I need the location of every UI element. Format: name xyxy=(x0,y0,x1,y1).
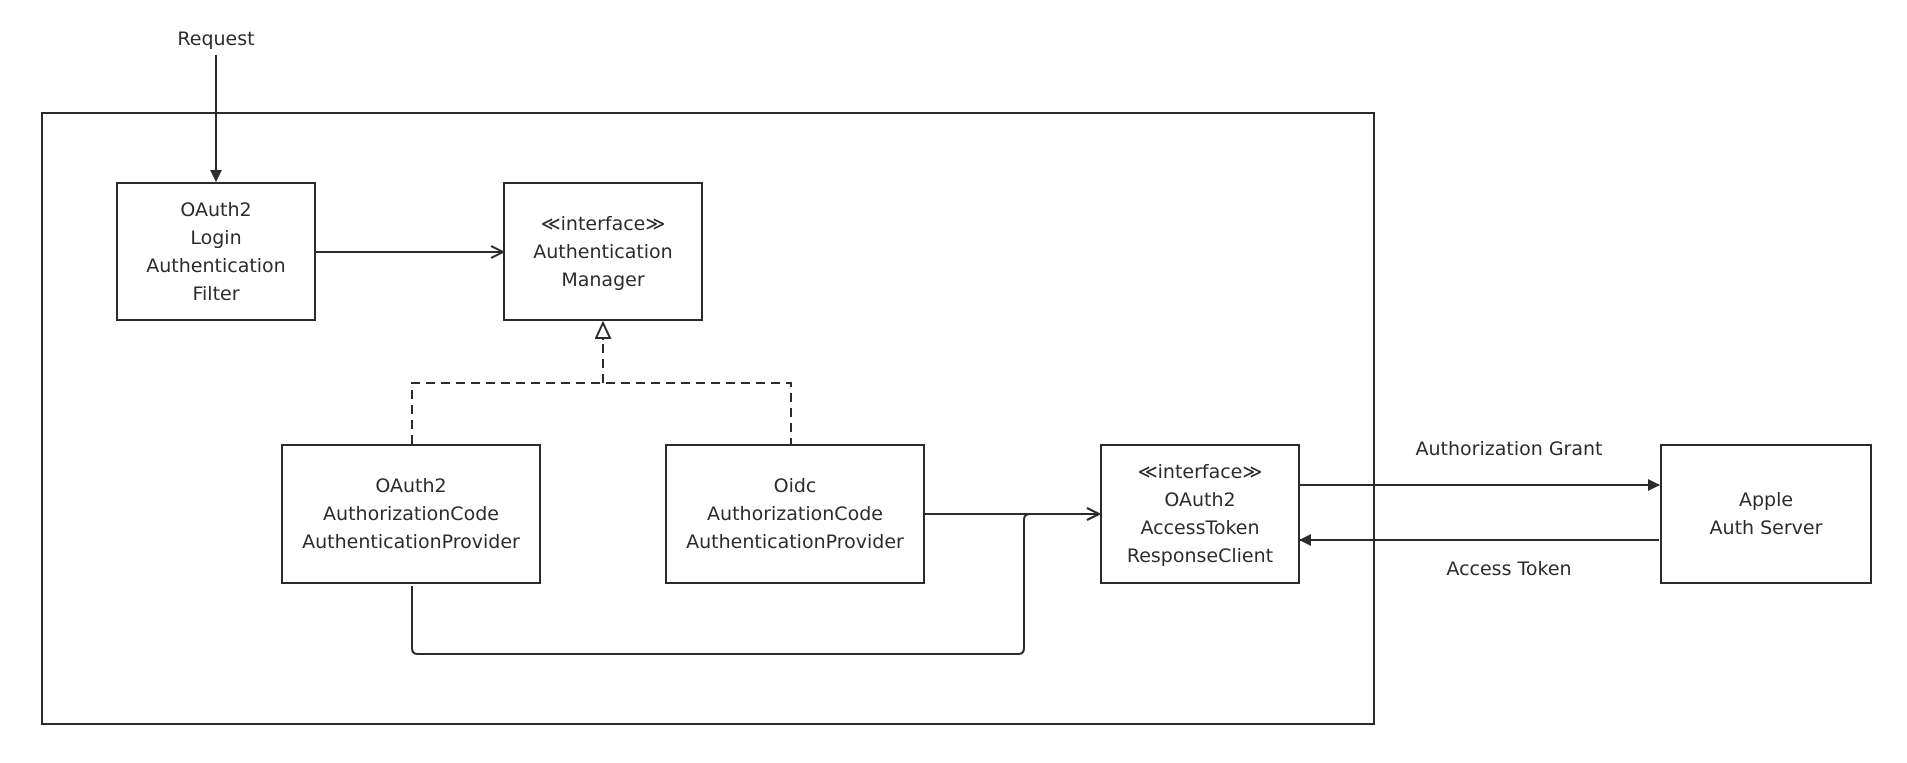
authentication-manager-box: ≪interface≫ Authentication Manager xyxy=(503,182,703,321)
access-token-label: Access Token xyxy=(1446,558,1572,580)
node-line: Oidc xyxy=(773,475,817,497)
realization-connector xyxy=(411,324,792,444)
node-line: OAuth2 xyxy=(180,198,252,221)
oauth2-to-client-arrow xyxy=(411,514,1099,655)
node-line: ResponseClient xyxy=(1126,545,1274,567)
node-line: Filter xyxy=(192,282,240,305)
oauth2-authorization-code-provider-box: OAuth2 AuthorizationCode AuthenticationP… xyxy=(281,444,541,584)
node-line: AuthorizationCode xyxy=(323,503,499,525)
node-line: Apple xyxy=(1738,489,1794,511)
apple-auth-server-box: Apple Auth Server xyxy=(1660,444,1872,584)
node-line: AuthenticationProvider xyxy=(302,531,520,553)
node-line: Authentication xyxy=(533,240,673,263)
node-line: Login xyxy=(190,226,242,249)
system-boundary xyxy=(41,112,1375,725)
node-line: OAuth2 xyxy=(1164,489,1236,511)
oauth2-login-authentication-filter-box: OAuth2 Login Authentication Filter xyxy=(116,182,316,321)
node-line: Authentication xyxy=(146,254,286,277)
node-line: AuthenticationProvider xyxy=(686,531,904,553)
node-line: ≪interface≫ xyxy=(540,212,666,235)
node-line: Manager xyxy=(561,268,645,291)
node-line: ≪interface≫ xyxy=(1137,461,1263,483)
oidc-authorization-code-provider-box: Oidc AuthorizationCode AuthenticationPro… xyxy=(665,444,925,584)
access-token-response-client-box: ≪interface≫ OAuth2 AccessToken ResponseC… xyxy=(1100,444,1300,584)
node-line: OAuth2 xyxy=(375,475,447,497)
node-line: Auth Server xyxy=(1709,517,1823,539)
request-label: Request xyxy=(177,28,255,50)
node-line: AuthorizationCode xyxy=(707,503,883,525)
node-line: AccessToken xyxy=(1140,517,1260,539)
authorization-grant-label: Authorization Grant xyxy=(1415,438,1603,460)
